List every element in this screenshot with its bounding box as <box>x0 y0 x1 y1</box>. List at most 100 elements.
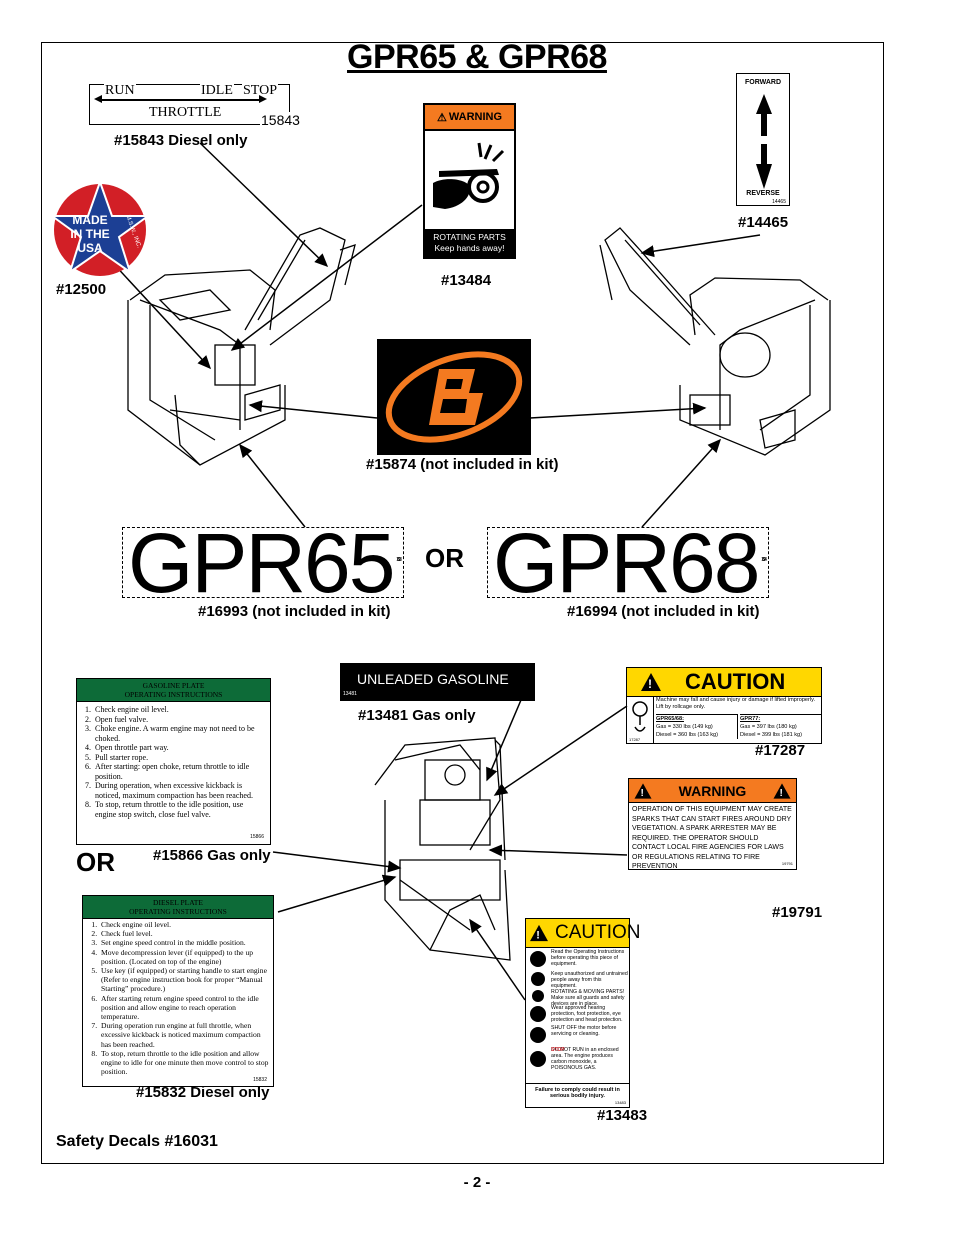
spark-warning-decal: WARNING OPERATION OF THIS EQUIPMENT MAY … <box>628 778 797 870</box>
caution-lift-col1: GPR65/68: Gas = 330 lbs (149 kg) Diesel … <box>656 714 738 739</box>
caution-lift-title: CAUTION <box>685 669 786 694</box>
col1-gas: Gas = 330 lbs (149 kg) <box>656 724 713 730</box>
caution-item-text: Read the Operating Instructions before o… <box>551 949 625 967</box>
label-17287: #17287 <box>755 742 806 759</box>
caution-item: SHUT OFF the motor before servicing or c… <box>527 1025 628 1047</box>
caution-lift-decal: CAUTION 17287 Machine may fall and cause… <box>626 667 822 744</box>
caution-operating-code: 13483 <box>614 1100 626 1105</box>
page-number: - 2 - <box>463 1174 491 1191</box>
gas-plate-code: 15866 <box>250 833 264 840</box>
throttle-run: RUN <box>104 83 136 99</box>
gpr68-code: 16994 <box>761 557 767 563</box>
label-15866: #15866 Gas only <box>153 847 271 864</box>
usa-line3: USA <box>77 241 103 255</box>
throttle-idle: IDLE <box>200 83 234 99</box>
made-in-usa-badge: MADE IN THE USA M.S.W., INC. <box>50 180 150 276</box>
label-14465: #14465 <box>738 214 789 231</box>
b-logo-decal <box>377 339 531 455</box>
rot-footer-line2: Keep hands away! <box>434 243 505 253</box>
fr-reverse: REVERSE <box>746 190 780 197</box>
gas_plate-step: Choke engine. A warm engine may not need… <box>93 724 266 743</box>
diesel-plate-header: DIESEL PLATE OPERATING INSTRUCTIONS <box>83 896 273 919</box>
diesel_plate-step: Check engine oil level. <box>99 920 269 929</box>
unleaded-gasoline-decal: UNLEADED GASOLINE 13481 <box>340 663 535 701</box>
rot-warning-title: WARNING <box>448 111 503 123</box>
label-12500: #12500 <box>56 281 107 298</box>
diesel_plate-step: Set engine speed control in the middle p… <box>99 938 269 947</box>
safety-pictogram-icon <box>527 989 551 1005</box>
rot-warning-header: ⚠ WARNING <box>425 105 514 131</box>
caution-item: Wear approved hearing protection, foot p… <box>527 1005 628 1025</box>
caution-item-text: Keep unauthorized and untrained people a… <box>551 971 628 989</box>
gpr65-decal: GPR65 16993 <box>122 527 404 598</box>
left-machine-drawing <box>127 227 356 466</box>
label-19791: #19791 <box>772 904 823 921</box>
gpr65-text: GPR65 <box>128 527 395 598</box>
unleaded-text: UNLEADED GASOLINE <box>357 671 509 687</box>
caution-item-text: SHUT OFF the motor before servicing or c… <box>551 1025 617 1037</box>
right-machine-drawing <box>599 227 831 456</box>
diesel-plate-header2: OPERATING INSTRUCTIONS <box>129 907 227 916</box>
caution-item-text: ROTATING & MOVING PARTS! Make sure all g… <box>551 989 625 1007</box>
gas_plate-step: During operation, when excessive kickbac… <box>93 781 266 800</box>
gas_plate-step: Open throttle part way. <box>93 743 266 753</box>
usa-line1: MADE <box>72 213 107 227</box>
label-13483: #13483 <box>597 1107 648 1124</box>
gas_plate-step: Open fuel valve. <box>93 715 266 725</box>
caution-item-text: DO NOT RUN in an enclosed area. The engi… <box>551 1047 619 1071</box>
gas-plate-header: GASOLINE PLATE OPERATING INSTRUCTIONS <box>77 679 270 702</box>
caution-item: DO NOT RUN in an enclosed area. The engi… <box>527 1047 628 1073</box>
spark-warning-text: OPERATION OF THIS EQUIPMENT MAY CREATE S… <box>632 806 792 870</box>
or-plates: OR <box>76 847 115 877</box>
col2-diesel: Diesel = 399 lbs (181 kg) <box>740 732 803 738</box>
diesel-plate-header1: DIESEL PLATE <box>153 898 203 907</box>
gpr65-code: 16993 <box>396 557 402 563</box>
label-13484: #13484 <box>441 272 492 289</box>
caution-operating-items: Read the Operating Instructions before o… <box>526 948 629 1073</box>
col2-head: GPR77: <box>740 716 761 722</box>
col1-diesel: Diesel = 360 lbs (163 kg) <box>656 732 719 738</box>
caution-item-text: Wear approved hearing protection, foot p… <box>551 1005 623 1023</box>
throttle-code: 15843 <box>260 112 301 128</box>
label-15843: #15843 Diesel only <box>114 132 248 149</box>
or-gpr: OR <box>425 543 464 573</box>
safety-pictogram-icon <box>527 1005 551 1025</box>
rotating-hand-icon <box>429 139 510 227</box>
gas-plate-steps: Check engine oil level.Open fuel valve.C… <box>93 705 266 819</box>
warning-triangle-icon: ⚠ <box>436 111 447 124</box>
gasoline-plate-decal: GASOLINE PLATE OPERATING INSTRUCTIONS Ch… <box>76 678 271 845</box>
gas_plate-step: Pull starter rope. <box>93 753 266 763</box>
caution-lift-code: 17287 <box>629 737 641 742</box>
diesel-plate-decal: DIESEL PLATE OPERATING INSTRUCTIONS Chec… <box>82 895 274 1087</box>
spark-warning-title: WARNING <box>678 782 747 799</box>
caution-operating-title: CAUTION <box>555 922 641 943</box>
safety-pictogram-icon <box>527 1025 551 1047</box>
diesel_plate-step: Check fuel level. <box>99 929 269 938</box>
gas-plate-header2: OPERATING INSTRUCTIONS <box>124 690 223 699</box>
safety-pictogram-icon <box>527 949 551 971</box>
label-15832: #15832 Diesel only <box>136 1084 270 1101</box>
usa-line2: IN THE <box>70 227 109 241</box>
label-safety-decals: Safety Decals #16031 <box>56 1133 218 1150</box>
forward-reverse-decal: FORWARD REVERSE 14465 <box>736 73 790 206</box>
caution-lift-col2: GPR77: Gas = 397 lbs (180 kg) Diesel = 3… <box>740 714 821 739</box>
rot-footer-line1: ROTATING PARTS <box>433 232 506 242</box>
lift-hook-icon: 17287 <box>627 697 654 743</box>
page-frame <box>41 42 884 1164</box>
col2-gas: Gas = 397 lbs (180 kg) <box>740 724 797 730</box>
diesel_plate-step: After starting return engine speed contr… <box>99 994 269 1022</box>
diesel_plate-step: Move decompression lever (if equipped) t… <box>99 948 269 966</box>
caution-item: Read the Operating Instructions before o… <box>527 949 628 971</box>
label-16994: #16994 (not included in kit) <box>567 603 760 620</box>
diesel_plate-step: To stop, return throttle to the idle pos… <box>99 1049 269 1077</box>
throttle-arrow <box>94 96 267 102</box>
caution-lift-text: Machine may fall and cause injury or dam… <box>656 697 816 710</box>
caution-item: Keep unauthorized and untrained people a… <box>527 971 628 989</box>
caution-triangle-icon <box>641 673 661 691</box>
gpr68-decal: GPR68 16994 <box>487 527 769 598</box>
diesel-plate-steps: Check engine oil level.Check fuel level.… <box>99 920 269 1076</box>
warning-triangle-icon-left <box>634 782 652 799</box>
gas-plate-header1: GASOLINE PLATE <box>142 681 205 690</box>
safety-pictogram-icon <box>527 971 551 989</box>
gas_plate-step: After starting: open choke, return throt… <box>93 762 266 781</box>
